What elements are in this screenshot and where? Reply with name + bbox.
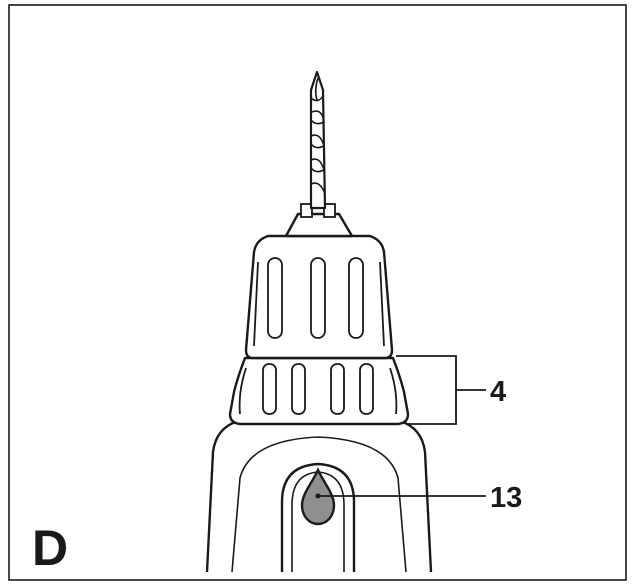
chuck-nose (284, 212, 354, 238)
callout-13-label: 13 (490, 482, 522, 514)
upper-sleeve-grip-ridges (253, 257, 385, 347)
callout-4-label: 4 (490, 376, 506, 408)
callout-13-dot (315, 493, 321, 499)
callout-4-bracket (396, 355, 486, 425)
lower-sleeve-grip-ridges (238, 363, 398, 415)
drill-bit (309, 70, 327, 210)
chuck-jaws (300, 203, 336, 218)
panel-letter: D (32, 520, 68, 576)
chuck-lower-sleeve (228, 356, 410, 426)
drill-bit-flutes (310, 77, 326, 195)
